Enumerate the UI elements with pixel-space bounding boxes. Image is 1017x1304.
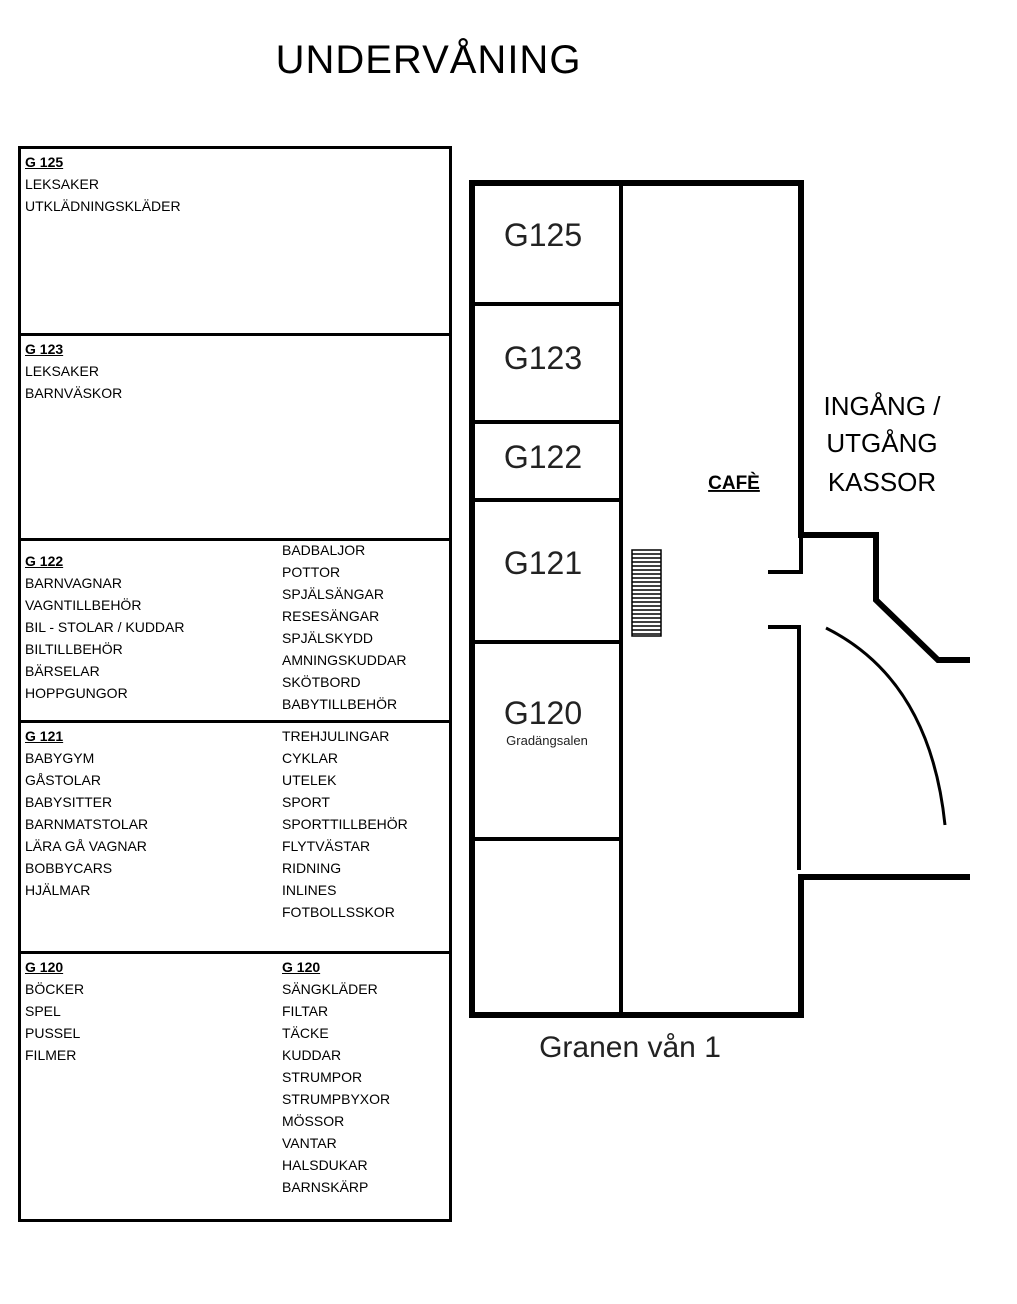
section-heading: G 122 [25,553,64,569]
category-item: BILTILLBEHÖR [25,641,123,657]
category-item: UTKLÄDNINGSKLÄDER [25,198,181,214]
page-title: UNDERVÅNING [275,38,582,82]
category-item: SKÖTBORD [282,674,361,690]
category-item: TÄCKE [282,1025,329,1041]
category-item: PUSSEL [25,1025,81,1041]
section-heading: G 120 [25,959,64,975]
entrance-label: KASSOR [828,467,936,497]
category-item: FILTAR [282,1003,329,1019]
room-label: G122 [504,439,582,475]
category-item: BARNSKÄRP [282,1179,369,1195]
section-heading: G 125 [25,154,64,170]
entrance-wall [798,532,970,663]
category-item: SÄNGKLÄDER [282,981,378,997]
category-item: SPEL [25,1003,61,1019]
category-item: FLYTVÄSTAR [282,838,371,854]
category-item: BABYGYM [25,750,95,766]
category-item: MÖSSOR [282,1113,345,1129]
directory-column-right: TREHJULINGAR CYKLAR UTELEK SPORT SPORTTILLBE… [282,725,408,923]
category-item: KUDDAR [282,1047,342,1063]
category-item: TREHJULINGAR [282,728,390,744]
room-label: G125 [504,217,582,253]
section-heading: G 120 [282,959,321,975]
category-item: STRUMPBYXOR [282,1091,391,1107]
category-item: SPORT [282,794,330,810]
category-item: LÄRA GÅ VAGNAR [25,838,147,854]
entrance-label: UTGÅNG [826,428,937,458]
category-item: BARNMATSTOLAR [25,816,149,832]
category-item: HALSDUKAR [282,1157,368,1173]
category-item: RIDNING [282,860,342,876]
category-item: LEKSAKER [25,176,99,192]
category-item: BÖCKER [25,981,85,997]
room-label: G121 [504,545,582,581]
category-item: GÅSTOLAR [25,772,101,788]
category-item: BARNVÄSKOR [25,385,123,401]
category-item: LEKSAKER [25,363,99,379]
category-item: BARNVAGNAR [25,575,122,591]
category-item: SPORTTILLBEHÖR [282,816,408,832]
door-wall-upper [768,535,803,574]
room-label: G120 [504,695,582,731]
category-item: SPJÄLSKYDD [282,630,374,646]
category-item: UTELEK [282,772,337,788]
category-item: HJÄLMAR [25,882,91,898]
category-item: CYKLAR [282,750,339,766]
category-item: AMNINGSKUDDAR [282,652,407,668]
category-item: BABYTILLBEHÖR [282,696,398,712]
door-swing-arc [825,626,947,826]
category-item: BABYSITTER [25,794,113,810]
category-item: BÄRSELAR [25,663,100,679]
door-wall-lower [768,625,801,870]
outer-wall [469,180,970,1018]
category-item: POTTOR [282,564,341,580]
section-heading: G 121 [25,728,64,744]
room-sublabel: Gradängsalen [506,733,588,748]
category-item: FILMER [25,1047,77,1063]
category-item: SPJÄLSÄNGAR [282,586,384,602]
plan-caption: Granen vån 1 [539,1031,721,1064]
category-item: STRUMPOR [282,1069,363,1085]
room-label: G123 [504,340,582,376]
category-item: BOBBYCARS [25,860,113,876]
stairs-icon [631,549,662,637]
section-heading: G 123 [25,341,64,357]
category-item: VAGNTILLBEHÖR [25,597,142,613]
cafe-label: CAFÈ [708,472,760,494]
category-item: VANTAR [282,1135,337,1151]
category-item: INLINES [282,882,337,898]
category-item: BADBALJOR [282,542,366,558]
category-item: RESESÄNGAR [282,608,380,624]
category-item: HOPPGUNGOR [25,685,128,701]
category-item: BIL - STOLAR / KUDDAR [25,619,185,635]
entrance-label: INGÅNG / [823,391,941,421]
directory-column-right: BADBALJOR POTTOR SPJÄLSÄNGAR RESESÄNGAR SPJÄ… [282,539,406,715]
category-item: FOTBOLLSSKOR [282,904,395,920]
